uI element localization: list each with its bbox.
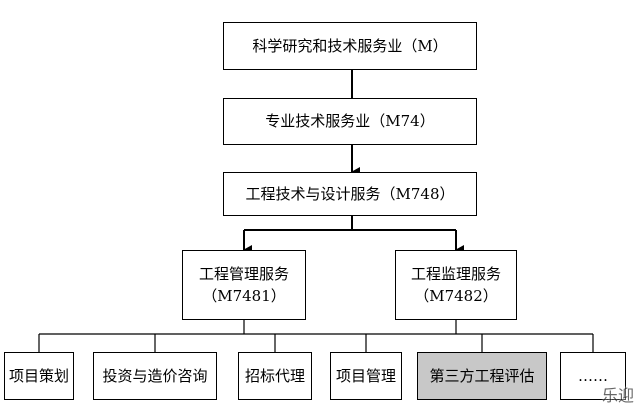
- node-level2: 专业技术服务业（M74）: [223, 98, 477, 145]
- leaf-node-5-label: 第三方工程评估: [429, 366, 535, 385]
- leaf-node-4-label: 项目管理: [335, 366, 396, 385]
- node-level4a-line2: （M7481）: [202, 287, 286, 305]
- node-level4a-line1: 工程管理服务: [198, 264, 289, 283]
- leaf-node-6-label: ……: [578, 366, 608, 385]
- node-level4b-line1: 工程监理服务: [410, 264, 501, 283]
- node-level4a: 工程管理服务 （M7481）: [182, 250, 306, 320]
- leaf-node-3: 招标代理: [238, 352, 312, 400]
- leaf-node-1: 项目策划: [4, 352, 74, 400]
- node-level3-label: 工程技术与设计服务（M748）: [245, 184, 455, 203]
- node-level1: 科学研究和技术服务业（M）: [223, 22, 477, 70]
- leaf-node-4: 项目管理: [330, 352, 402, 400]
- node-level2-label: 专业技术服务业（M74）: [265, 112, 435, 131]
- node-level4b: 工程监理服务 （M7482）: [395, 250, 517, 320]
- leaf-node-3-label: 招标代理: [244, 366, 305, 385]
- leaf-node-6: ……: [560, 352, 626, 400]
- leaf-node-1-label: 项目策划: [8, 366, 69, 385]
- node-level4b-line2: （M7482）: [414, 287, 498, 305]
- node-level3: 工程技术与设计服务（M748）: [223, 172, 477, 216]
- leaf-node-2: 投资与造价咨询: [93, 352, 217, 400]
- node-level1-label: 科学研究和技术服务业（M）: [252, 36, 448, 55]
- leaf-node-2-label: 投资与造价咨询: [102, 366, 208, 385]
- leaf-node-5: 第三方工程评估: [417, 352, 547, 400]
- watermark-text: 乐迎: [601, 386, 634, 405]
